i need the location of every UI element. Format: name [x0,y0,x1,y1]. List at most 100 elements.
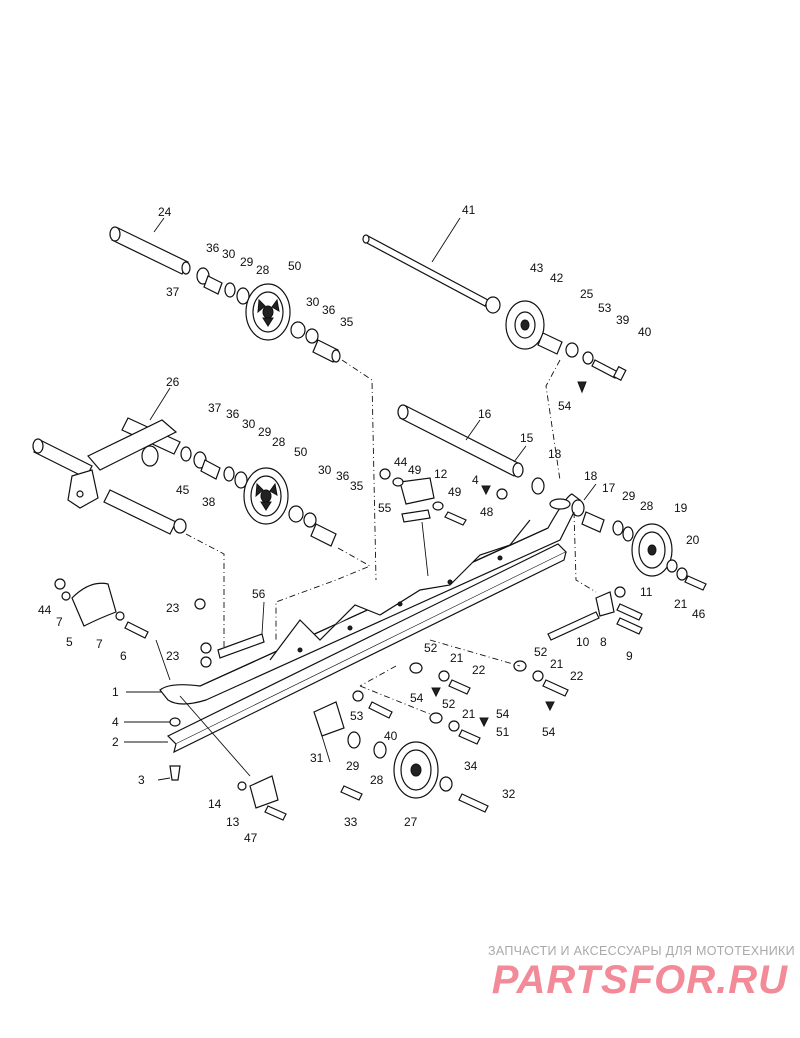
callout-21: 21 [550,657,564,671]
washer-21-c [532,670,544,682]
callout-30: 30 [242,417,256,431]
washer-4-center [496,488,508,500]
callout-18: 18 [584,469,598,483]
bearing-28-upper [236,287,250,305]
callout-3: 3 [138,773,145,787]
callout-6: 6 [120,649,127,663]
nut-4-center [481,485,491,496]
callout-12: 12 [434,467,448,481]
washer-21-b [448,720,460,732]
assembly-lines [185,359,597,715]
bearing-43 [485,296,501,314]
adjuster-8 [595,591,615,617]
spacer-30-lower [288,505,304,523]
spacer-17 [581,511,605,533]
nut-54-b [479,717,489,728]
bolt-6 [124,621,149,639]
callout-54: 54 [542,725,556,739]
callout-8: 8 [600,635,607,649]
bolt-46 [684,575,707,591]
bushing-30-upper [203,275,223,295]
nut-23-a [194,598,206,610]
bracket-31 [313,701,345,737]
callout-34: 34 [464,759,478,773]
callout-49: 49 [408,463,422,477]
callout-28: 28 [272,435,286,449]
nut-4-left [169,717,181,727]
spacer-25 [537,332,563,355]
bolt-32 [458,793,489,813]
wheel-42 [505,300,545,350]
callout-36: 36 [336,469,350,483]
callout-28: 28 [640,499,654,513]
block-12 [399,477,435,505]
callout-20: 20 [686,533,700,547]
callout-31: 31 [310,751,324,765]
bolt-40-head [612,365,627,381]
bolt-22-b [542,679,569,697]
callout-33: 33 [344,815,358,829]
callout-32: 32 [502,787,516,801]
callout-40: 40 [638,325,652,339]
washer-18-b [571,499,585,517]
parts-artwork [32,226,707,821]
washer-7-right [115,611,125,621]
callout-18: 18 [548,447,562,461]
callout-29: 29 [258,425,272,439]
callout-39: 39 [616,313,630,327]
callout-28: 28 [256,263,270,277]
bearing-28-rear [622,526,634,542]
callout-22: 22 [570,669,584,683]
washer-52-a [409,662,423,674]
callout-28: 28 [370,773,384,787]
callout-49: 49 [448,485,462,499]
frame-26 [32,417,181,535]
callout-52: 52 [442,697,456,711]
nut-14 [237,781,247,791]
bolt-47 [264,805,287,821]
washer-36-lower-b [303,512,317,528]
stopper-5 [71,582,117,627]
callout-48: 48 [480,505,494,519]
block-13 [249,775,279,809]
callout-14: 14 [208,797,222,811]
watermark-caption: ЗАПЧАСТИ И АКСЕССУАРЫ ДЛЯ МОТОТЕХНИКИ [488,944,795,958]
bearing-28-lower [234,471,248,489]
callout-43: 43 [530,261,544,275]
callout-30: 30 [318,463,332,477]
shaft-16 [397,404,524,478]
nut-11 [614,586,626,598]
callout-7: 7 [56,615,63,629]
leader-lines [124,217,597,781]
callout-19: 19 [674,501,688,515]
callout-15: 15 [520,431,534,445]
bolt-33 [340,785,363,801]
callout-47: 47 [244,831,258,845]
callout-11: 11 [640,585,653,599]
callout-45: 45 [176,483,190,497]
callout-26: 26 [166,375,180,389]
callout-4: 4 [112,715,119,729]
nut-44-left [54,578,66,590]
bolt-3 [169,765,181,781]
callout-30: 30 [306,295,320,309]
callout-41: 41 [462,203,476,217]
ring-29-rear [612,520,624,536]
bushing-30-lower [200,459,221,480]
washer-20 [666,559,678,573]
bolt-51 [458,729,481,745]
wheel-50-upper [245,283,291,341]
spacer-30-upper [290,321,306,339]
callout-29: 29 [622,489,636,503]
spacer-35-lower [310,523,337,547]
callout-30: 30 [222,247,236,261]
ring-29-upper [224,282,236,298]
callout-42: 42 [550,271,564,285]
washer-49-b [432,501,444,511]
plate-56 [217,633,265,659]
callout-36: 36 [206,241,220,255]
washer-49-a [392,477,404,487]
wheel-27 [393,741,439,799]
callout-51: 51 [496,725,510,739]
